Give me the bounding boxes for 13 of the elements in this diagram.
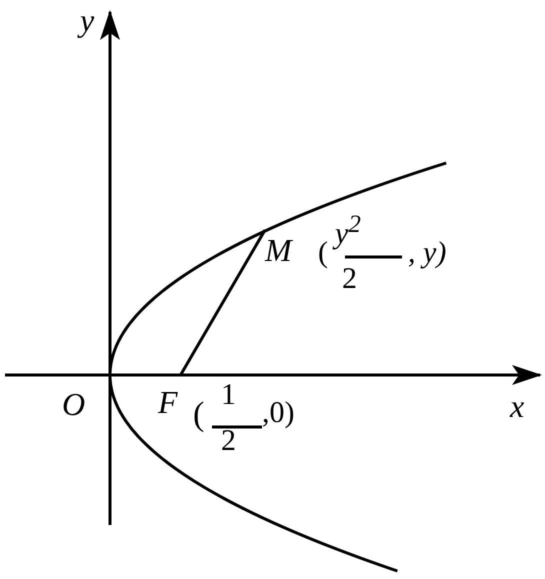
coordinate-text: ,0) bbox=[262, 398, 294, 428]
coordinate-text: y$^{2}$ bbox=[335, 212, 361, 249]
coordinate-text: 1 bbox=[221, 380, 236, 410]
point-label: M bbox=[265, 234, 292, 266]
coordinate-text: , y) bbox=[408, 238, 446, 268]
line-segment bbox=[178, 229, 266, 377]
coordinate-text: 2 bbox=[342, 264, 357, 294]
point-label: O bbox=[62, 388, 86, 420]
coordinate-text: ( bbox=[193, 398, 204, 432]
point-label: F bbox=[158, 386, 178, 418]
axis-label: x bbox=[510, 390, 524, 422]
coordinate-text: 2 bbox=[221, 426, 236, 456]
coordinate-text: ( bbox=[318, 238, 328, 268]
